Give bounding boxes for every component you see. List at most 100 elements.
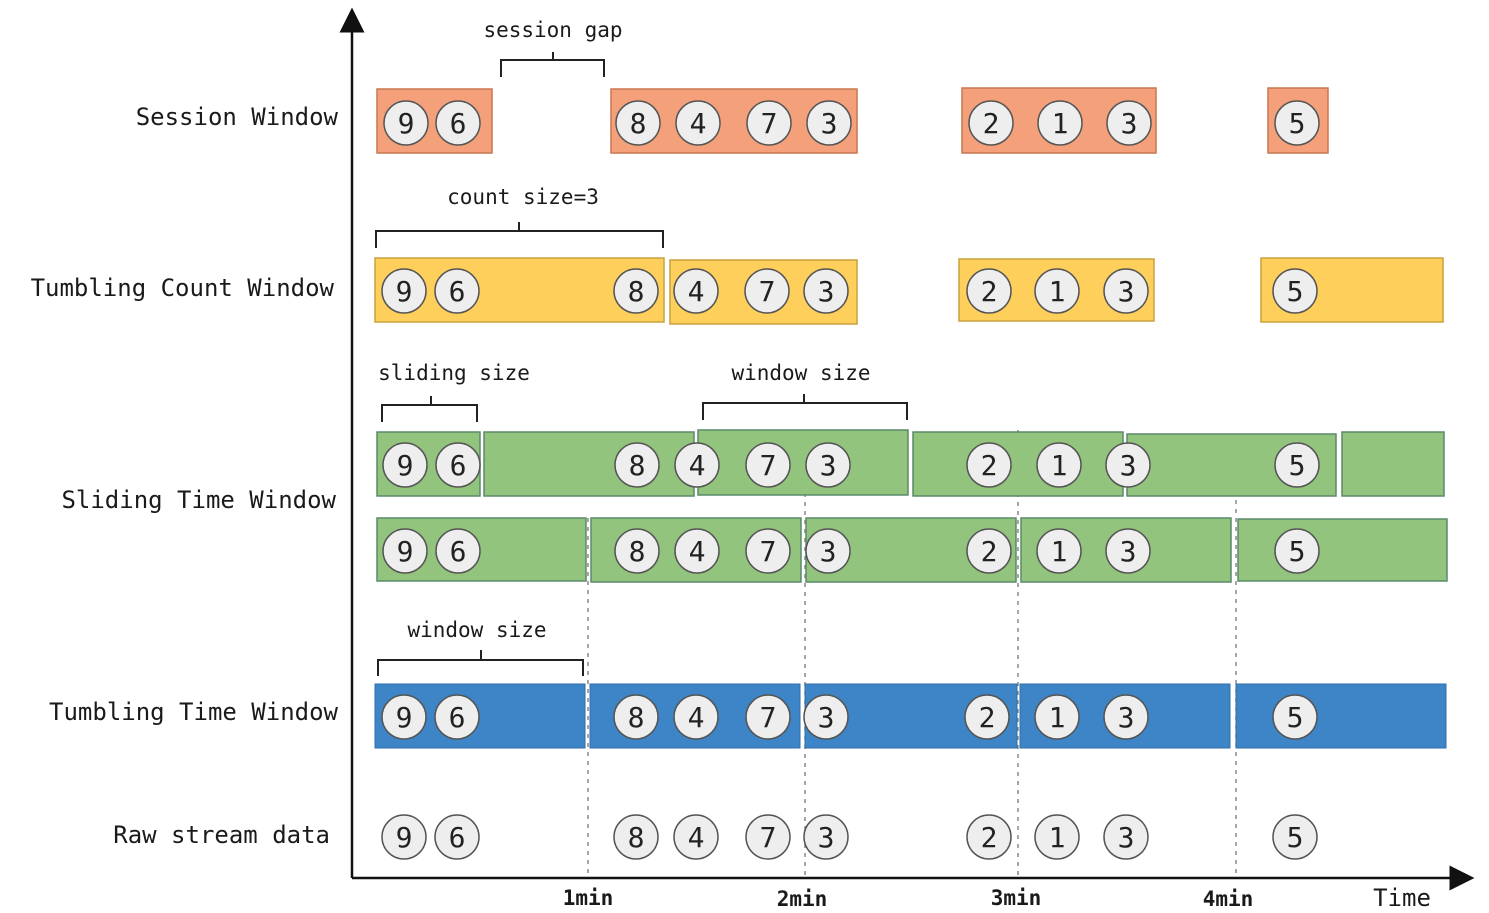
event-circle (382, 528, 428, 574)
event-circle (745, 814, 791, 860)
event-value: 4 (689, 449, 706, 482)
tick-label-4min: 4min (1203, 887, 1254, 911)
count-size-brace (375, 222, 664, 248)
event-circle (968, 100, 1014, 146)
tick-label-1min: 1min (563, 886, 614, 910)
event-circle (966, 528, 1012, 574)
event-circle (435, 528, 481, 574)
event-value: 1 (1051, 535, 1068, 568)
event-value: 3 (818, 275, 835, 308)
event-value: 5 (1287, 821, 1304, 854)
slide-window-b (483, 431, 695, 497)
event-value: 8 (629, 535, 646, 568)
event-value: 9 (398, 107, 415, 140)
event-value: 3 (1120, 535, 1137, 568)
event-circle (614, 528, 660, 574)
row-label-tumbling-time: Tumbling Time Window (49, 698, 339, 726)
event-circle (613, 268, 659, 314)
event-circle (966, 268, 1012, 314)
event-value: 2 (983, 107, 1000, 140)
event-value: 1 (1049, 275, 1066, 308)
event-circle (674, 442, 720, 488)
event-value: 2 (981, 821, 998, 854)
sliding-window-size-label: window size (731, 361, 870, 385)
event-value: 7 (760, 821, 777, 854)
event-value: 8 (630, 107, 647, 140)
sliding-size-label: sliding size (378, 361, 530, 385)
event-circle (615, 100, 661, 146)
event-circle (1036, 528, 1082, 574)
event-circle (1272, 814, 1318, 860)
event-circle (1036, 442, 1082, 488)
event-value: 2 (981, 449, 998, 482)
event-value: 5 (1289, 449, 1306, 482)
tumbling-window-size-brace (377, 650, 584, 676)
tumbling-window-size-label: window size (407, 618, 546, 642)
event-circle (1274, 442, 1320, 488)
event-value: 4 (688, 701, 705, 734)
event-value: 9 (397, 535, 414, 568)
event-value: 3 (821, 107, 838, 140)
axis-time-label: Time (1373, 884, 1431, 912)
event-circle (381, 814, 427, 860)
event-value: 4 (688, 821, 705, 854)
event-circle (381, 268, 427, 314)
event-circle (1034, 268, 1080, 314)
event-circle (745, 694, 791, 740)
event-value: 2 (981, 275, 998, 308)
event-value: 7 (760, 449, 777, 482)
session-gap-brace (500, 52, 605, 77)
row-label-raw: Raw stream data (113, 821, 330, 849)
event-value: 3 (1118, 821, 1135, 854)
event-circle (382, 442, 428, 488)
event-value: 8 (628, 275, 645, 308)
row-label-session: Session Window (136, 103, 339, 131)
event-circle (803, 268, 849, 314)
event-value: 9 (397, 449, 414, 482)
event-value: 5 (1289, 107, 1306, 140)
event-value: 9 (396, 701, 413, 734)
row-label-tumbling-count: Tumbling Count Window (31, 274, 335, 302)
event-circle (673, 694, 719, 740)
event-circle (613, 814, 659, 860)
event-value: 3 (1120, 449, 1137, 482)
event-circle (744, 268, 790, 314)
event-circle (435, 100, 481, 146)
event-circle (381, 694, 427, 740)
event-circle (745, 528, 791, 574)
event-value: 8 (629, 449, 646, 482)
event-value: 9 (396, 275, 413, 308)
event-value: 6 (450, 449, 467, 482)
event-value: 4 (688, 275, 705, 308)
event-value: 3 (820, 535, 837, 568)
event-value: 5 (1287, 701, 1304, 734)
event-circle (383, 100, 429, 146)
slide-window-f (1341, 431, 1445, 497)
event-value: 3 (818, 701, 835, 734)
event-circle (675, 100, 721, 146)
event-circle (1106, 100, 1152, 146)
event-value: 1 (1052, 107, 1069, 140)
event-value: 5 (1289, 535, 1306, 568)
event-circle (434, 694, 480, 740)
event-circle (1034, 694, 1080, 740)
event-circle (1103, 268, 1149, 314)
row-label-sliding-time: Sliding Time Window (61, 486, 336, 514)
event-value: 1 (1049, 701, 1066, 734)
tick-label-3min: 3min (991, 886, 1042, 910)
slide-window-k (1237, 518, 1448, 582)
event-circle (674, 528, 720, 574)
event-circle (745, 442, 791, 488)
event-value: 5 (1287, 275, 1304, 308)
event-circle (1105, 442, 1151, 488)
minute-guides (587, 430, 1237, 878)
event-circle (434, 268, 480, 314)
event-value: 8 (628, 701, 645, 734)
event-value: 7 (761, 107, 778, 140)
event-circle (613, 694, 659, 740)
event-value: 3 (818, 821, 835, 854)
event-circle (1272, 694, 1318, 740)
